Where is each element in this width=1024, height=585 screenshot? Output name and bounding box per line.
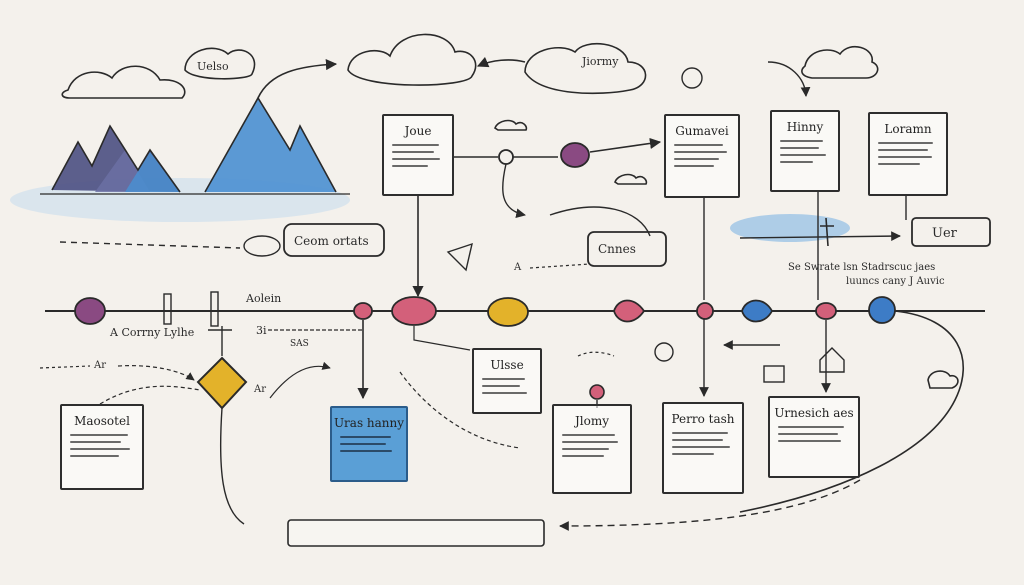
card-gumavei: Gumavei	[664, 114, 740, 198]
connector	[219, 407, 245, 525]
note-text: Se Swrate lsn Stadrscuc jaes	[788, 262, 935, 273]
connector	[269, 361, 331, 399]
dashed-line	[59, 241, 241, 249]
cloud-icon	[61, 33, 959, 389]
card-maosotel: Maosotel	[60, 404, 144, 490]
card-uras-hanny: Uras hanny	[330, 406, 408, 482]
box-ceom-ortats	[283, 223, 385, 257]
timeline-node	[487, 297, 529, 327]
card-title: Ulsse	[490, 358, 524, 372]
progress-bar	[287, 519, 545, 547]
flow-node	[560, 142, 590, 168]
card-title: Jlomy	[574, 414, 610, 428]
dashed-line	[577, 351, 615, 357]
dashed-line	[39, 365, 91, 369]
timeline-node	[741, 299, 774, 323]
timeline-label: Aolein	[245, 292, 281, 305]
tick-marker	[163, 293, 172, 325]
timeline-node	[74, 297, 106, 325]
note-text: A	[513, 262, 522, 273]
timeline-node	[815, 302, 837, 320]
box-label: Cnnes	[598, 242, 636, 256]
tick-marker	[210, 291, 219, 327]
arrow	[476, 56, 526, 68]
dashed-line	[117, 365, 195, 381]
card-joue: Joue	[382, 114, 454, 196]
connector	[589, 137, 662, 153]
arrow	[257, 58, 338, 99]
box-outline	[243, 235, 281, 257]
timeline-node	[696, 302, 714, 320]
cloud-label: Uelso	[197, 60, 229, 73]
flow-node	[654, 342, 674, 362]
arrow	[767, 61, 811, 97]
timeline-node	[613, 299, 646, 323]
timeline-node	[868, 296, 896, 324]
note-text: Ar	[253, 384, 266, 395]
card-perro-tash: Perro tash	[662, 402, 744, 494]
house-icon	[819, 347, 845, 373]
timeline-label: SAS	[290, 339, 309, 349]
flag-icon	[446, 242, 473, 272]
card-title: Urnesich aes	[774, 406, 854, 420]
card-hinny: Hinny	[770, 110, 840, 192]
card-title: Joue	[404, 124, 432, 138]
box-cnnes	[587, 231, 667, 267]
timeline-node	[353, 302, 373, 320]
flow-node	[498, 149, 514, 165]
dashed-line	[99, 385, 201, 405]
box-uer	[911, 217, 991, 247]
watercolor-wash	[730, 214, 850, 242]
dashed-line	[559, 479, 861, 531]
box-label: Ceom ortats	[294, 234, 369, 248]
card-title: Hinny	[786, 120, 824, 134]
dashed-line	[529, 263, 591, 269]
note-text: Ar	[93, 360, 106, 371]
decision-diamond	[196, 356, 248, 410]
note-text: luuncs cany J Auvic	[846, 276, 945, 287]
connector	[739, 310, 964, 513]
card-loramn: Loramn	[868, 112, 948, 196]
connector	[502, 163, 526, 219]
dashed-line	[399, 371, 521, 449]
person-icon	[820, 217, 834, 247]
card-title: Gumavei	[675, 124, 729, 138]
timeline-label: 3i	[256, 324, 267, 337]
flow-node	[589, 384, 605, 400]
card-ulsse: Ulsse	[472, 348, 542, 414]
card-urnesich-aes: Urnesich aes	[768, 396, 860, 478]
timeline-node	[391, 296, 437, 326]
connector	[739, 231, 901, 242]
lightbulb-icon	[681, 67, 703, 89]
connector	[413, 326, 471, 351]
camera-icon	[763, 365, 785, 383]
card-title: Perro tash	[671, 412, 735, 426]
card-title: Loramn	[884, 122, 932, 136]
box-label: Uer	[932, 226, 958, 241]
connector	[549, 206, 651, 237]
timeline-label: A Corrny Lylhe	[109, 326, 194, 339]
mountains-icon	[40, 96, 350, 195]
cloud-label: Jiormy	[581, 55, 619, 68]
card-title: Maosotel	[74, 414, 130, 428]
card-title: Uras hanny	[333, 416, 405, 430]
card-jlomy: Jlomy	[552, 404, 632, 494]
